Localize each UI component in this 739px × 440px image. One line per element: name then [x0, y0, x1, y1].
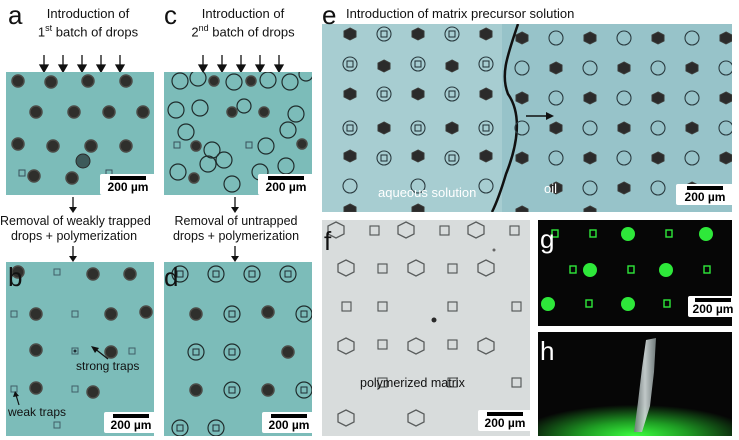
panel-b-step-line1: Removal of weakly trapped: [0, 214, 151, 228]
panel-d-scalebar: 200 µm: [262, 412, 316, 433]
panel-a-drop-arrows: [38, 55, 126, 74]
panel-d-traps: [171, 265, 312, 436]
panel-b-step-line2: drops + polymerization: [10, 229, 138, 243]
panel-e-title: Introduction of matrix precursor solutio…: [346, 6, 575, 21]
panel-b-image: [6, 262, 154, 436]
panel-d-image: [164, 262, 312, 436]
panel-c-scalebar: 200 µm: [258, 174, 314, 195]
panel-g-fluorescence: [541, 227, 713, 311]
panel-g-scale-label: 200 µm: [692, 302, 734, 316]
panel-c-drop-arrows: [197, 55, 285, 74]
panel-c-caption-line2: 2nd batch of drops: [191, 23, 295, 40]
panel-letter-a: a: [8, 0, 23, 30]
panel-e-traps: [322, 24, 732, 212]
panel-h-photo: [538, 338, 732, 436]
weak-traps-label: weak traps: [8, 405, 67, 419]
panel-f-scalebar: 200 µm: [478, 410, 532, 431]
panel-a-caption-line2: 1st batch of drops: [37, 23, 139, 40]
panel-c-caption: Introduction of 2nd batch of drops: [178, 6, 308, 39]
panel-d-step-arrow: [231, 246, 239, 262]
panel-b-step-caption: Removal of weakly trapped drops + polyme…: [0, 214, 151, 244]
panel-b-step-arrow: [69, 246, 77, 262]
panel-a-caption-line1: Introduction of: [46, 6, 130, 21]
panel-b-traps: [10, 265, 153, 429]
panel-c-scale-label: 200 µm: [265, 180, 307, 194]
panel-letter-d: d: [164, 262, 179, 292]
panel-d-scale-label: 200 µm: [268, 418, 310, 432]
panel-a-scale-label: 200 µm: [107, 180, 149, 194]
oil-label: oil: [544, 181, 558, 196]
panel-e-scale-label: 200 µm: [684, 190, 726, 204]
panel-c-caption-line1: Introduction of: [201, 6, 285, 21]
panel-h-image: [538, 332, 732, 436]
strong-traps-arrow: [91, 346, 109, 360]
aqueous-solution-label: aqueous solution: [378, 185, 477, 200]
panel-a-traps: [11, 74, 150, 185]
panel-letter-e: e: [322, 0, 337, 30]
panel-letter-f: f: [324, 226, 332, 256]
panel-e-image: [322, 24, 732, 212]
panel-a-caption: Introduction of 1st batch of drops: [24, 6, 152, 39]
panel-letter-g: g: [540, 224, 555, 254]
panel-letter-h: h: [540, 336, 555, 366]
panel-c-to-d-arrow: [231, 197, 239, 213]
panel-d-step-line2: drops + polymerization: [172, 229, 300, 243]
polymerized-matrix-label: polymerized matrix: [360, 376, 465, 390]
panel-f-traps: [327, 221, 522, 427]
panel-f-scale-label: 200 µm: [484, 416, 526, 430]
panel-g-scalebar: 200 µm: [688, 296, 738, 317]
panel-b-scalebar: 200 µm: [104, 412, 158, 433]
strong-traps-label: strong traps: [76, 359, 140, 373]
weak-traps-arrow: [13, 391, 20, 406]
panel-e-scalebar: 200 µm: [676, 184, 734, 205]
panel-d-step-caption: Removal of untrapped drops + polymerizat…: [162, 214, 310, 244]
panel-a-scalebar: 200 µm: [100, 174, 156, 195]
panel-letter-b: b: [8, 262, 23, 292]
panel-a-to-b-arrow: [69, 197, 77, 213]
panel-letter-c: c: [164, 0, 177, 30]
panel-f-image: [322, 220, 530, 436]
panel-b-scale-label: 200 µm: [110, 418, 152, 432]
panel-c-traps: [167, 72, 312, 193]
panel-d-step-line1: Removal of untrapped: [174, 214, 298, 228]
